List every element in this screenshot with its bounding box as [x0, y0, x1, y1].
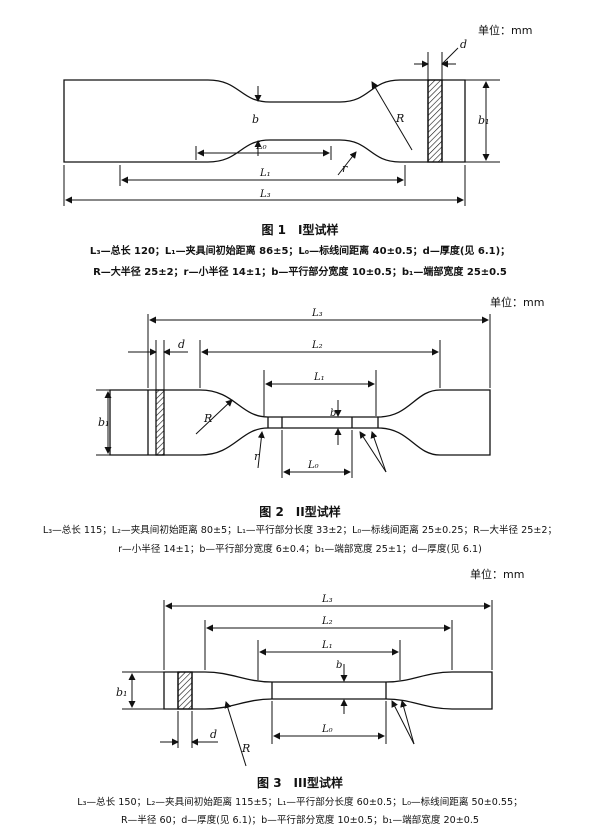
dim-label-L0-fig1: L₀	[255, 141, 267, 152]
legend-line-fig1-1: L₃—总长 120；L₁—夹具间初始距离 86±5；L₀—标线间距离 40±0.…	[89, 246, 511, 257]
dim-label-R-fig2: R	[203, 412, 212, 425]
dim-label-R-fig3: R	[241, 742, 250, 755]
unit-label-fig3: 单位：mm	[470, 568, 525, 581]
legend-line-fig3-1: L₃—总长 150；L₂—夹具间初始距离 115±5；L₁—平行部分长度 60±…	[77, 797, 523, 808]
dim-label-L1-fig2: L₁	[313, 372, 325, 383]
dim-label-L2-fig2: L₂	[311, 340, 323, 351]
dim-label-b1-fig3: b₁	[116, 686, 127, 699]
legend-line-fig1-2: R—大半径 25±2；r—小半径 14±1；b—平行部分宽度 10±0.5；b₁…	[93, 267, 507, 278]
unit-label-fig1: 单位：mm	[478, 24, 533, 37]
hatched-region-fig1	[427, 79, 443, 163]
dim-label-R-fig1: R	[395, 112, 404, 125]
specimen-drawing-fig1: d b b₁ L₀ L₁ L₃ R r	[63, 38, 500, 206]
legend-line-fig2-2: r—小半径 14±1；b—平行部分宽度 6±0.4；b₁—端部宽度 25±1；d…	[118, 544, 482, 555]
specimen-outline-fig2	[109, 389, 491, 456]
hatched-region-fig2	[155, 389, 165, 456]
dim-label-L2-fig3: L₂	[321, 616, 333, 627]
caption-fig3: 图 3 III型试样	[257, 776, 343, 790]
dim-label-d-fig1: d	[460, 38, 467, 51]
dim-label-L3-fig1: L₃	[259, 189, 271, 200]
dim-label-r-fig2: r	[254, 450, 260, 463]
caption-fig2: 图 2 II型试样	[259, 505, 341, 519]
dim-label-L0-fig3: L₀	[321, 724, 333, 735]
specimen-drawing-fig3: L₃ L₂ L₁ b b₁ L₀ d R	[116, 594, 493, 767]
specimen-drawing-fig2: L₃ L₂ d L₁ b b₁ L₀ R r	[96, 308, 491, 478]
dim-label-b1-fig2: b₁	[98, 416, 109, 429]
unit-label-fig2: 单位：mm	[490, 296, 545, 309]
dim-label-b-fig2: b	[330, 408, 336, 419]
specimen-outline-fig3	[163, 671, 493, 710]
dim-label-d-fig2: d	[178, 338, 185, 351]
dim-label-L3-fig2: L₃	[311, 308, 323, 319]
dim-label-r-fig1: r	[342, 162, 348, 175]
dim-label-L1-fig1: L₁	[259, 168, 271, 179]
dim-label-b-fig3: b	[336, 660, 342, 671]
dim-label-d-fig3: d	[210, 728, 217, 741]
legend-line-fig3-2: R—半径 60；d—厚度(见 6.1)；b—平行部分宽度 10±0.5；b₁—端…	[121, 815, 479, 826]
dim-label-L0-fig2: L₀	[307, 460, 319, 471]
dim-label-b1-fig1: b₁	[478, 114, 489, 127]
dim-label-b-fig1: b	[252, 113, 259, 126]
caption-fig1: 图 1 I型试样	[261, 223, 339, 237]
hatched-region-fig3	[177, 671, 193, 710]
legend-line-fig2-1: L₃—总长 115；L₂—夹具间初始距离 80±5；L₁—平行部分长度 33±2…	[42, 525, 558, 536]
dim-label-L3-fig3: L₃	[321, 594, 333, 605]
dim-label-L1-fig3: L₁	[321, 640, 333, 651]
